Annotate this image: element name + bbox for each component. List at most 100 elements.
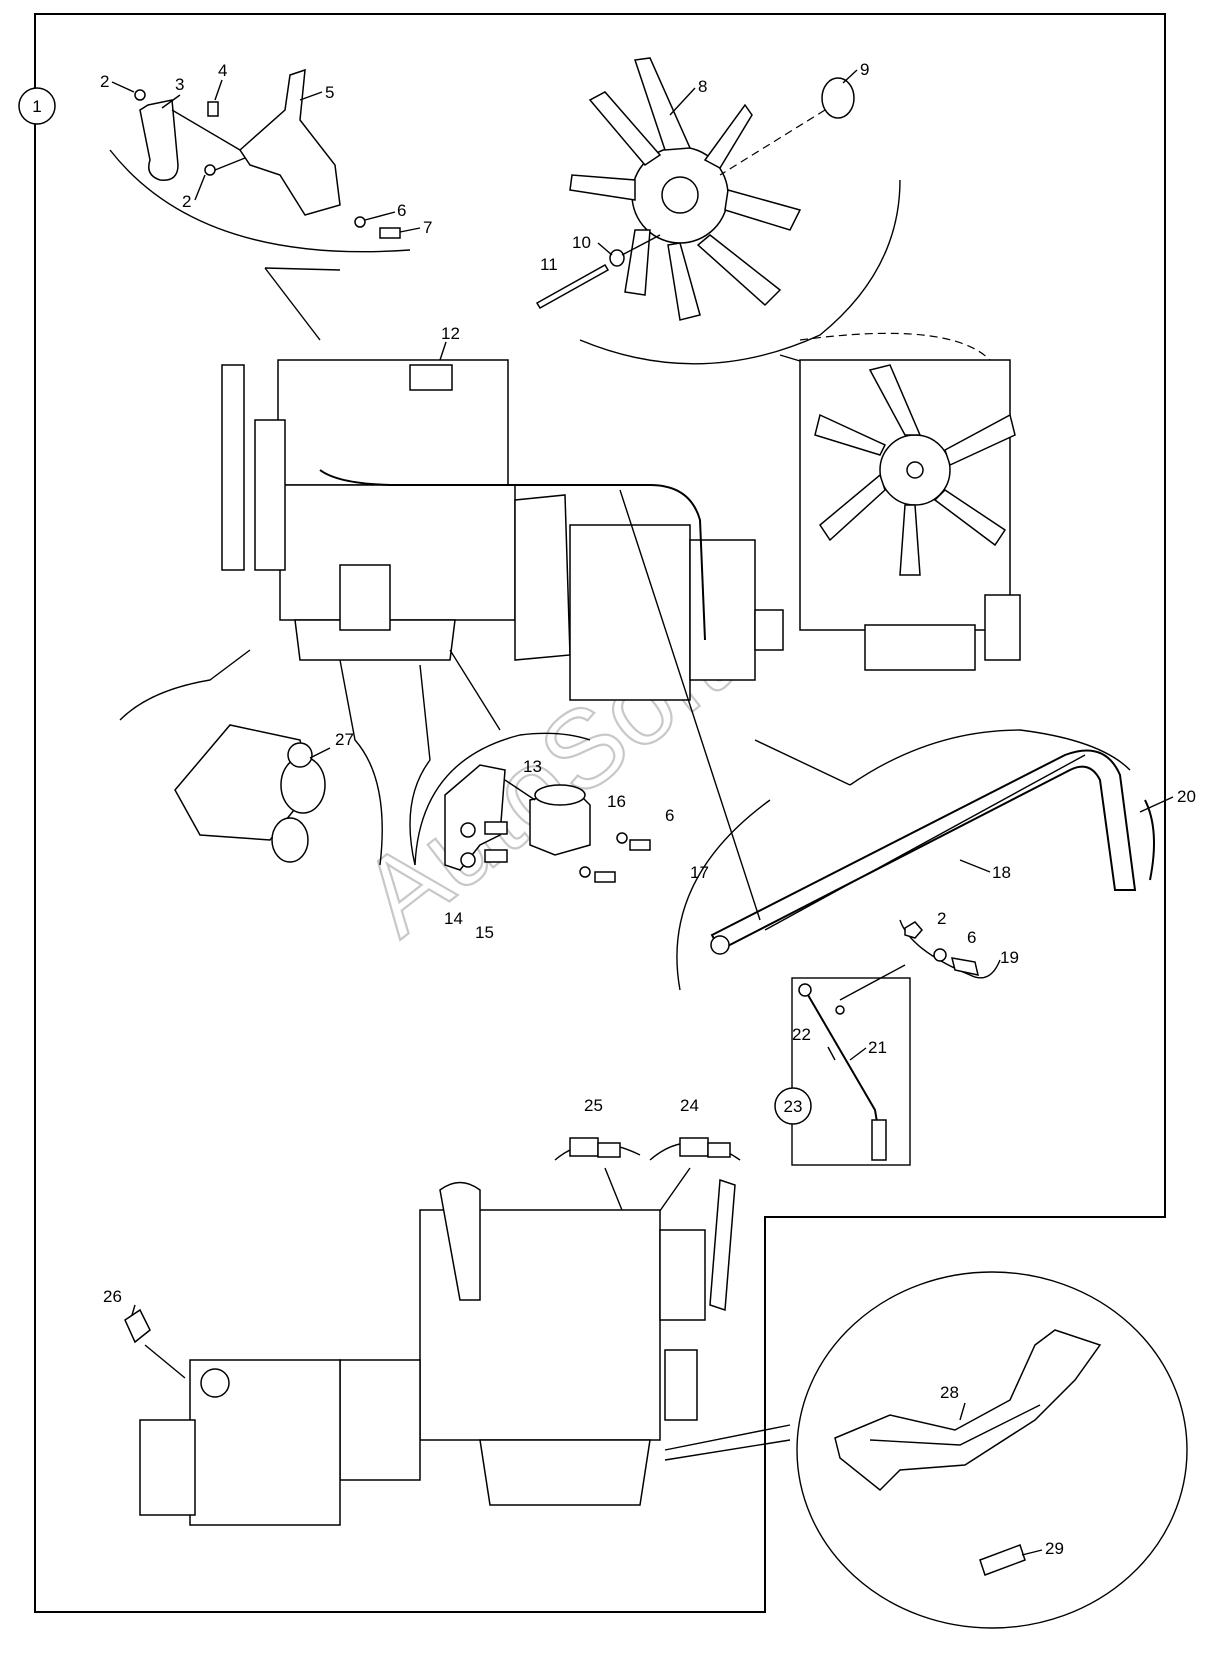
- screw-17: [629, 839, 651, 851]
- leader-line: [664, 1439, 791, 1461]
- washer-6: [579, 866, 591, 878]
- screw-17: [594, 871, 616, 883]
- callout-labels: 2 3 4 5 2 6 7 8 9 10 11 12 27 13 16 6 17…: [100, 60, 1196, 1558]
- callout-5: 5: [325, 83, 334, 102]
- transmission-end: [139, 1419, 196, 1516]
- detail-circle: [796, 1271, 1188, 1629]
- bracket-detail: [109, 68, 411, 341]
- intake-hose: [439, 1181, 481, 1301]
- front-outline: [799, 332, 991, 361]
- engine-front-view: [799, 332, 1021, 671]
- callout-6: 6: [665, 806, 674, 825]
- fan-blade: [569, 174, 636, 201]
- callout-26: 26: [103, 1287, 122, 1306]
- leader-line: [299, 91, 323, 101]
- fan-blade: [868, 364, 922, 436]
- transmission-rear: [689, 539, 756, 681]
- filter-head-detail: [414, 732, 651, 883]
- mounting-bracket-5: [239, 68, 341, 216]
- washer-10: [609, 249, 625, 267]
- fitting-26: [124, 1308, 151, 1344]
- pulley-assembly: [254, 419, 286, 571]
- rear-oil-pan: [479, 1439, 651, 1506]
- callout-2: 2: [937, 909, 946, 928]
- leader-line: [449, 649, 501, 731]
- callout-18: 18: [992, 863, 1011, 882]
- tube-21: [807, 994, 881, 1141]
- bolt-15: [484, 821, 508, 835]
- detail-arc: [579, 179, 901, 365]
- small-fitting: [835, 1005, 845, 1015]
- leader-line: [842, 69, 858, 84]
- leader-line: [839, 964, 906, 1001]
- callout-11: 11: [540, 255, 558, 274]
- bolt-4: [207, 101, 219, 117]
- engine-bottom-view: [124, 1178, 791, 1526]
- leader-line: [171, 109, 241, 151]
- leader-line: [309, 747, 331, 759]
- sheet-number-label: 1: [32, 97, 41, 116]
- pipe-detail: 23: [676, 729, 1155, 1166]
- bell-housing: [514, 494, 571, 661]
- washer-14: [460, 852, 476, 868]
- detail-badge: [774, 1087, 812, 1125]
- front-oil-pan: [864, 624, 976, 671]
- callout-6: 6: [397, 201, 406, 220]
- engine-upper-block: [277, 359, 509, 486]
- callout-8: 8: [698, 77, 707, 96]
- sensor-24: [679, 1137, 709, 1157]
- oil-filter: [339, 564, 391, 631]
- callout-28: 28: [940, 1383, 959, 1402]
- callout-19: 19: [1000, 948, 1019, 967]
- bolt-11: [535, 263, 610, 310]
- mounting-plate-13: [444, 764, 506, 871]
- callout-4: 4: [218, 61, 227, 80]
- fan-blade: [588, 91, 662, 166]
- bell-housing-rear: [339, 1359, 421, 1481]
- callout-12: 12: [441, 324, 460, 343]
- bolt-15: [484, 849, 508, 863]
- callout-17: 17: [690, 863, 709, 882]
- leader-line: [111, 81, 135, 93]
- fan-blade: [899, 504, 921, 576]
- callout-22: 22: [792, 1025, 811, 1044]
- callout-2: 2: [182, 192, 191, 211]
- bracket-clip-3: [139, 99, 179, 181]
- leader-line: [669, 87, 696, 116]
- leader-line: [131, 1304, 136, 1316]
- fitting-22: [798, 983, 812, 997]
- detail-arc: [676, 799, 771, 991]
- callout-3: 3: [175, 75, 184, 94]
- leader-line: [264, 267, 341, 271]
- inset-frame: [791, 977, 911, 1166]
- fan-detail: [535, 57, 901, 371]
- washer-14: [460, 822, 476, 838]
- leader-line: [439, 341, 447, 361]
- leader-line: [264, 267, 321, 341]
- transmission-housing: [569, 524, 691, 701]
- shield-detail: [796, 1271, 1188, 1629]
- nut-2: [134, 89, 146, 101]
- callout-29: 29: [1045, 1539, 1064, 1558]
- detail-arc: [109, 149, 411, 253]
- fan-blade: [634, 57, 692, 151]
- leader-line: [504, 779, 536, 801]
- sheet-number-badge: 1: [18, 87, 56, 125]
- callout-20: 20: [1177, 787, 1196, 806]
- leader-line: [849, 1047, 867, 1061]
- detail-arc: [409, 664, 431, 866]
- callout-24: 24: [680, 1096, 699, 1115]
- leader-line: [827, 1046, 836, 1061]
- detail-arc: [339, 659, 383, 866]
- hose-20: [1144, 799, 1155, 881]
- fan-hub-center: [661, 176, 699, 214]
- leader-line: [399, 227, 421, 233]
- front-filter: [984, 594, 1021, 661]
- pipe-route: [319, 469, 706, 641]
- pipe-edge: [764, 754, 1086, 931]
- shield-fold: [869, 1404, 1041, 1446]
- engine-side-view: [119, 359, 784, 921]
- callout-10: 10: [572, 233, 591, 252]
- callout-27: 27: [335, 730, 354, 749]
